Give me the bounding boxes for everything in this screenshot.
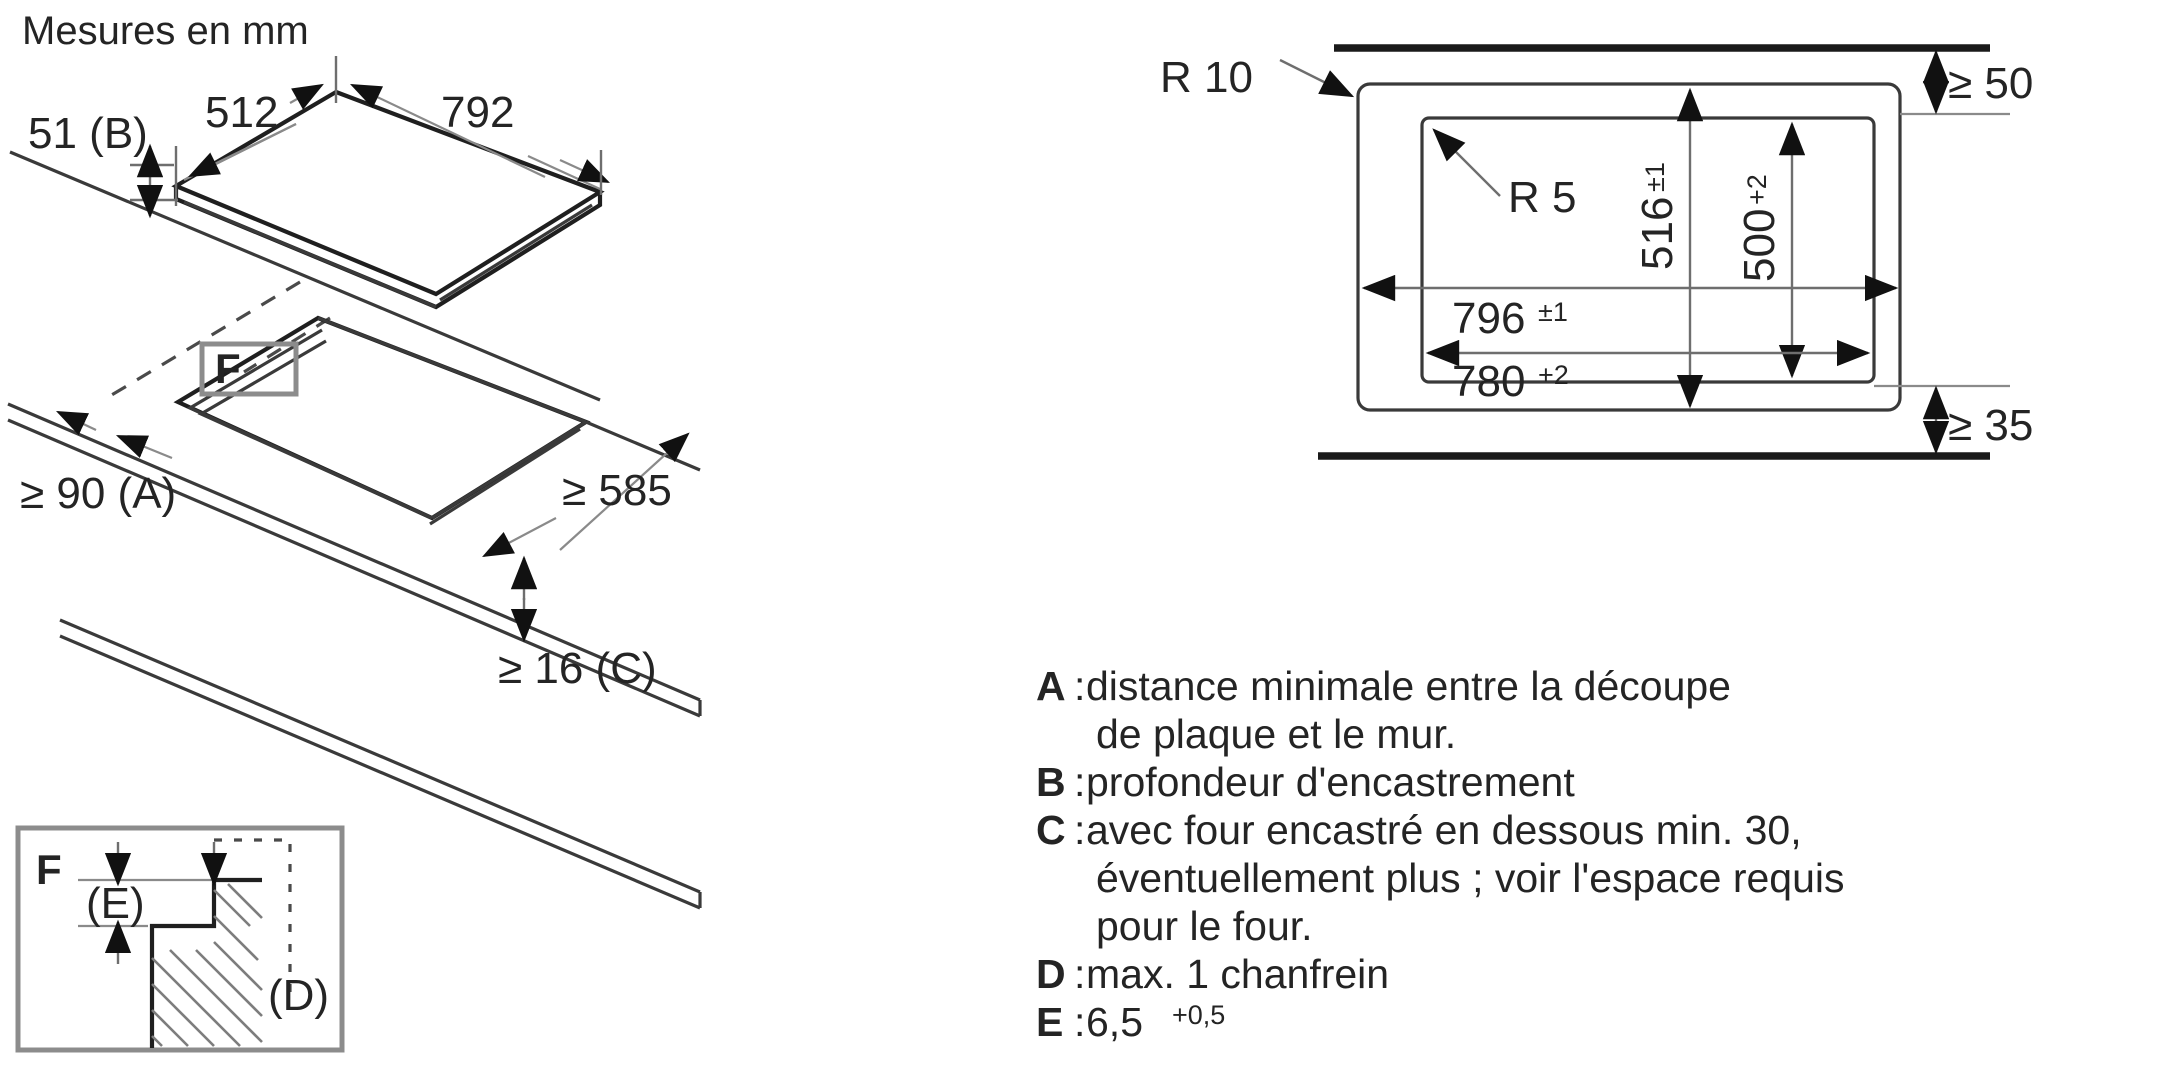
legend-key-d: D	[1036, 951, 1066, 997]
dim-512-leader-apex	[289, 83, 324, 110]
dim-792-leader-left	[350, 84, 546, 178]
legend-text-a-line2: de plaque et le mur.	[1096, 711, 1456, 757]
dim-585-leader	[559, 432, 690, 551]
dim-label-796-group: 796 ±1	[1452, 294, 1568, 343]
dim-label-585: ≥ 585	[562, 466, 672, 515]
detail-f-dim-d-label: (D)	[268, 971, 329, 1020]
legend-text-a-line1: distance minimale entre la découpe	[1086, 663, 1731, 709]
hob-side-inner-line-2	[439, 203, 593, 302]
detail-f-profile-outline	[149, 877, 262, 1048]
worktop-cutout-outline-3	[197, 339, 433, 520]
dim-label-500: 500	[1735, 209, 1784, 282]
worktop-plane-edge-top	[317, 316, 587, 424]
hob-top-face	[171, 89, 605, 297]
worktop-cutout-right-edge-2	[431, 420, 587, 520]
detail-f-frame	[15, 825, 345, 1053]
legend-sep-c: :	[1074, 807, 1085, 853]
dim-label-51b: 51 (B)	[28, 109, 148, 158]
worktop-bottom-edge-upper	[59, 618, 701, 894]
worktop-top-edge-line	[9, 150, 601, 402]
worktop-bottom-edge-lower	[59, 634, 701, 910]
projection-dashed-line-left	[109, 280, 301, 398]
dim-label-16c: ≥ 16 (C)	[498, 644, 657, 693]
detail-f-hatching	[151, 883, 263, 1047]
legend-block: A : distance minimale entre la découpe d…	[1036, 663, 1845, 1045]
dim-label-512: 512	[205, 88, 278, 137]
dim-label-90a: ≥ 90 (A)	[20, 469, 176, 518]
dim-label-780-group: 780 +2	[1452, 357, 1569, 406]
legend-sep-a: :	[1074, 663, 1085, 709]
detail-callout-label: F	[215, 345, 241, 392]
dim-label-796: 796	[1452, 294, 1525, 343]
dim-label-500-group: 500 +2	[1735, 174, 1784, 282]
legend-text-c-line2: éventuellement plus ; voir l'espace requ…	[1096, 855, 1845, 901]
legend-text-c-line3: pour le four.	[1096, 903, 1313, 949]
dim-label-516-tolerance: ±1	[1640, 162, 1670, 192]
label-r5: R 5	[1508, 173, 1576, 222]
detail-f-inset: F (E) (D)	[15, 825, 345, 1053]
dim-label-780-tolerance: +2	[1538, 360, 1569, 390]
detail-callout-box	[199, 341, 299, 397]
hob-side-inner-line	[183, 200, 437, 309]
dim-label-796-tolerance: ±1	[1538, 297, 1568, 327]
detail-f-dim-e-label: (E)	[86, 879, 145, 928]
dim-90a-leader-lower	[115, 434, 173, 460]
dim-label-780: 780	[1452, 357, 1525, 406]
cutout-plan-view: R 10 R 5 ≥ 50 ≥ 35 516 ±1 500 +2 796 ±1	[1160, 44, 2033, 460]
legend-text-b-line1: profondeur d'encastrement	[1086, 759, 1575, 805]
label-r10: R 10	[1160, 53, 1253, 102]
worktop-cutout-right-edge-3	[429, 427, 581, 526]
dim-label-500-tolerance: +2	[1742, 174, 1772, 205]
detail-f-chamfer-dashed	[214, 838, 292, 1000]
dim-512-leader-b	[188, 123, 297, 177]
legend-text-e-superscript: +0,5	[1172, 1000, 1225, 1030]
legend-text-d-line1: max. 1 chanfrein	[1086, 951, 1389, 997]
legend-key-a: A	[1036, 663, 1066, 709]
worktop-front-edge-lower	[7, 418, 701, 718]
dim-792-leader	[527, 155, 601, 190]
dim-label-50: ≥ 50	[1948, 59, 2033, 108]
legend-key-e: E	[1036, 999, 1063, 1045]
legend-sep-b: :	[1074, 759, 1085, 805]
dim-585-leader-lower	[482, 517, 557, 558]
r10-leader	[1279, 58, 1355, 98]
legend-sep-e: :	[1074, 999, 1085, 1045]
legend-sep-d: :	[1074, 951, 1085, 997]
dim-label-792: 792	[441, 88, 514, 137]
hob-perspective-view: 792 512 51 (B)	[7, 56, 702, 910]
dim-label-516: 516	[1633, 197, 1682, 270]
cutout-outer-rect	[1356, 82, 1902, 412]
r5-leader	[1432, 128, 1501, 197]
units-note: Mesures en mm	[22, 9, 309, 53]
detail-f-label: F	[36, 846, 62, 893]
cutout-inner-rect	[1420, 116, 1876, 384]
legend-text-e-line1: 6,5	[1086, 999, 1143, 1045]
dim-label-35: ≥ 35	[1948, 401, 2033, 450]
dim-90a-leader-upper	[56, 411, 97, 436]
legend-key-b: B	[1036, 759, 1066, 805]
dim-label-516-group: 516 ±1	[1633, 162, 1682, 270]
legend-text-c-line1: avec four encastré en dessous min. 30,	[1086, 807, 1802, 853]
legend-key-c: C	[1036, 807, 1066, 853]
